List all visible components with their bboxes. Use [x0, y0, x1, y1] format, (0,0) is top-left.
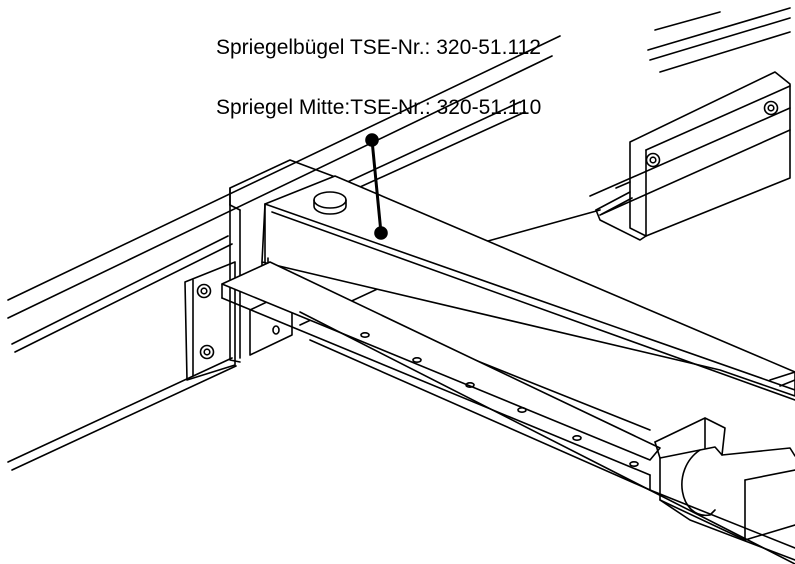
leader-line: [365, 133, 388, 240]
callout-spriegelbuegel: Spriegelbügel TSE-Nr.: 320-51.112: [216, 36, 541, 59]
perforated-flange: [221, 261, 795, 564]
clamp-block: [654, 417, 795, 561]
right-lower-rail: [769, 371, 795, 387]
spriegelbuegel-bracket: [595, 71, 791, 241]
callout-spriegel-mitte: Spriegel Mitte:TSE-Nr.: 320-51.110: [216, 96, 542, 119]
upper-right-rail: [647, 7, 791, 73]
